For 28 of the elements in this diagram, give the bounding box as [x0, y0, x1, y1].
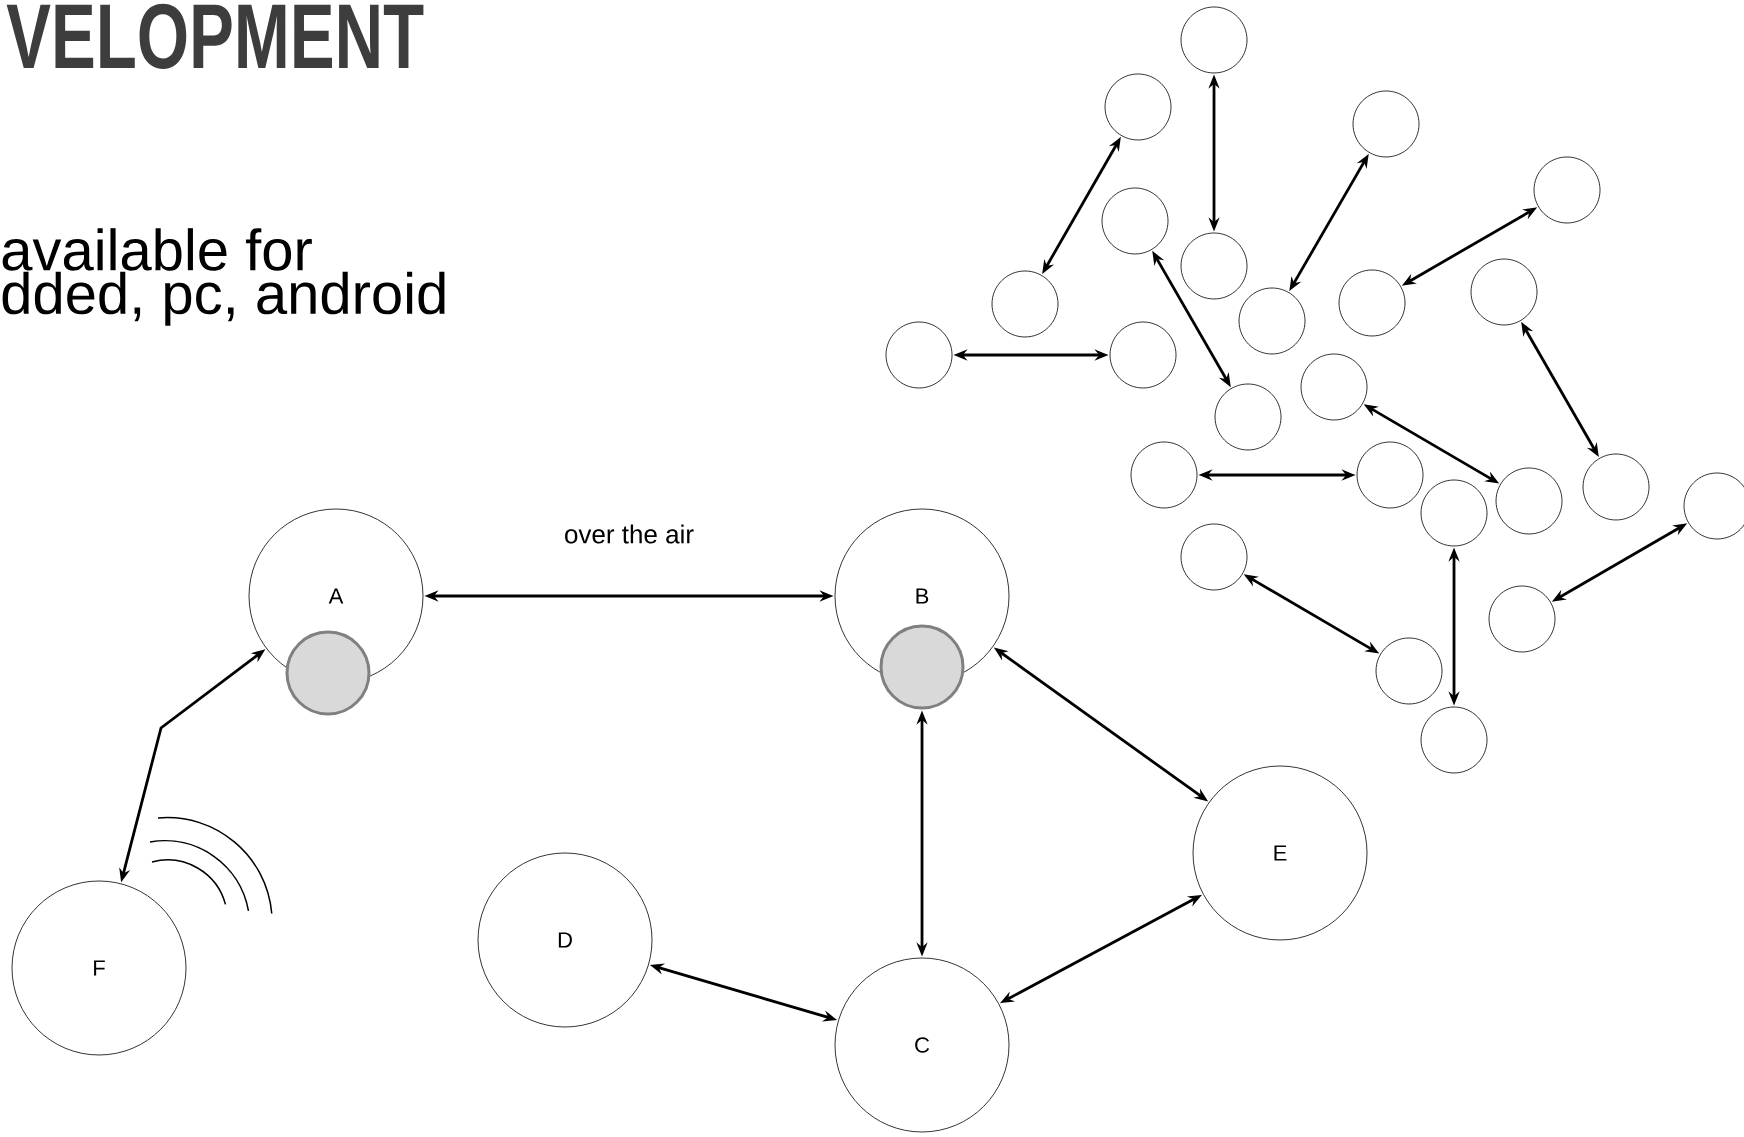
node-circle [1375, 637, 1443, 705]
node-circle [1352, 90, 1420, 158]
node-circle [1104, 73, 1172, 141]
node-circle [1101, 187, 1169, 255]
inner-circle [285, 630, 371, 716]
heading: VELOPMENT [6, 3, 424, 69]
body-text: available for dded, pc, android [2, 228, 445, 326]
node-circle [885, 321, 953, 389]
node-circle [1300, 353, 1368, 421]
node-circle [991, 270, 1059, 338]
node-circle [1582, 453, 1650, 521]
node-circle [1180, 6, 1248, 74]
node-circle [1356, 441, 1424, 509]
node-circle [1130, 441, 1198, 509]
node-circle [1180, 523, 1248, 591]
inner-circle [879, 624, 965, 710]
edge-label: over the air [565, 524, 694, 544]
node-circle [1488, 585, 1556, 653]
node-circle [1180, 232, 1248, 300]
node-circle [1214, 383, 1282, 451]
node-circle [1470, 258, 1538, 326]
node-circle [1109, 321, 1177, 389]
node-circle [1495, 467, 1563, 535]
node-circle [1420, 706, 1488, 774]
node-circle [1338, 269, 1406, 337]
node-circle [1533, 156, 1601, 224]
node-circle [1238, 287, 1306, 355]
node-circle [1420, 479, 1488, 547]
